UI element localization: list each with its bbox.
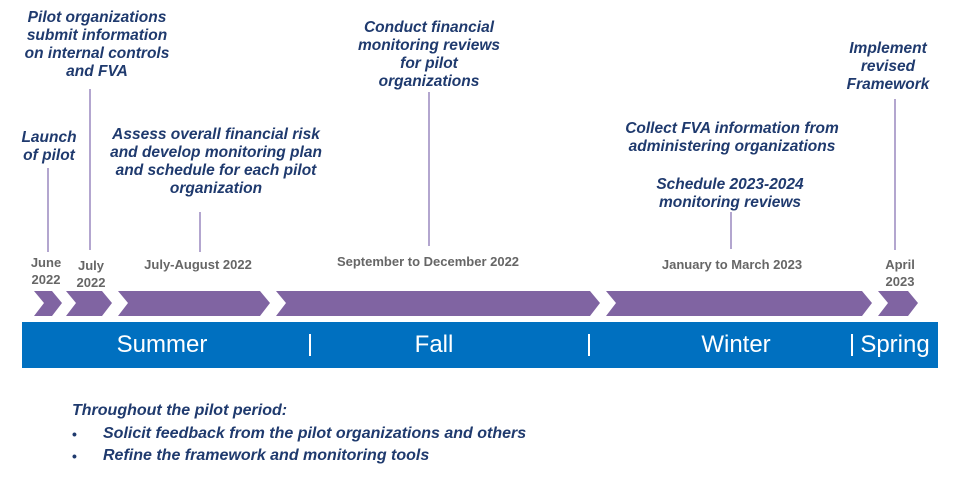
season-fall: Fall: [414, 331, 454, 358]
note-text: Refine the framework and monitoring tool…: [103, 447, 430, 464]
chevron-april: [878, 291, 918, 316]
connector-conduct: [428, 92, 430, 246]
callout-collect: Collect FVA information from administeri…: [625, 120, 839, 155]
callout-assess: Assess overall financial risk and develo…: [110, 126, 322, 197]
chevron-july: [66, 291, 112, 316]
chevron-july-august: [118, 291, 270, 316]
date-july-august-2022: July-August 2022: [144, 257, 252, 272]
callout-launch: Launch of pilot: [21, 129, 77, 164]
chevron-june: [34, 291, 62, 316]
bullet-dot-icon: •: [72, 448, 77, 464]
list-item: • Solicit feedback from the pilot organiz…: [72, 423, 526, 445]
date-april-2023: April 2023: [885, 257, 915, 289]
callout-pilot-submit: Pilot organizations submit information o…: [24, 9, 170, 80]
chevron-january-march: [606, 291, 872, 316]
connector-launch: [47, 168, 49, 252]
date-july-2022: July 2022: [76, 258, 106, 290]
season-divider: [851, 334, 853, 356]
date-september-december-2022: September to December 2022: [336, 254, 520, 269]
season-band: Summer Fall Winter Spring: [22, 322, 938, 368]
note-text: Solicit feedback from the pilot organiza…: [103, 425, 527, 442]
pilot-period-notes: Throughout the pilot period: • Solicit fe…: [72, 400, 526, 467]
connector-implement: [894, 99, 896, 250]
connector-collect: [730, 212, 732, 249]
season-divider: [309, 334, 311, 356]
bullet-dot-icon: •: [72, 426, 77, 442]
season-spring: Spring: [860, 331, 930, 358]
chevron-september-december: [276, 291, 600, 316]
callout-schedule: Schedule 2023-2024 monitoring reviews: [656, 176, 804, 211]
date-january-march-2023: January to March 2023: [661, 257, 803, 272]
notes-heading: Throughout the pilot period:: [72, 402, 288, 419]
notes-list: • Solicit feedback from the pilot organiz…: [72, 423, 526, 467]
callout-conduct: Conduct financial monitoring reviews for…: [357, 19, 501, 90]
season-summer: Summer: [116, 331, 208, 358]
season-winter: Winter: [701, 331, 771, 358]
connector-assess: [199, 212, 201, 252]
date-june-2022: June 2022: [30, 255, 62, 287]
callout-implement: Implement revised Framework: [846, 40, 930, 93]
season-divider: [588, 334, 590, 356]
list-item: • Refine the framework and monitoring too…: [72, 445, 526, 467]
connector-pilot-submit: [89, 89, 91, 250]
